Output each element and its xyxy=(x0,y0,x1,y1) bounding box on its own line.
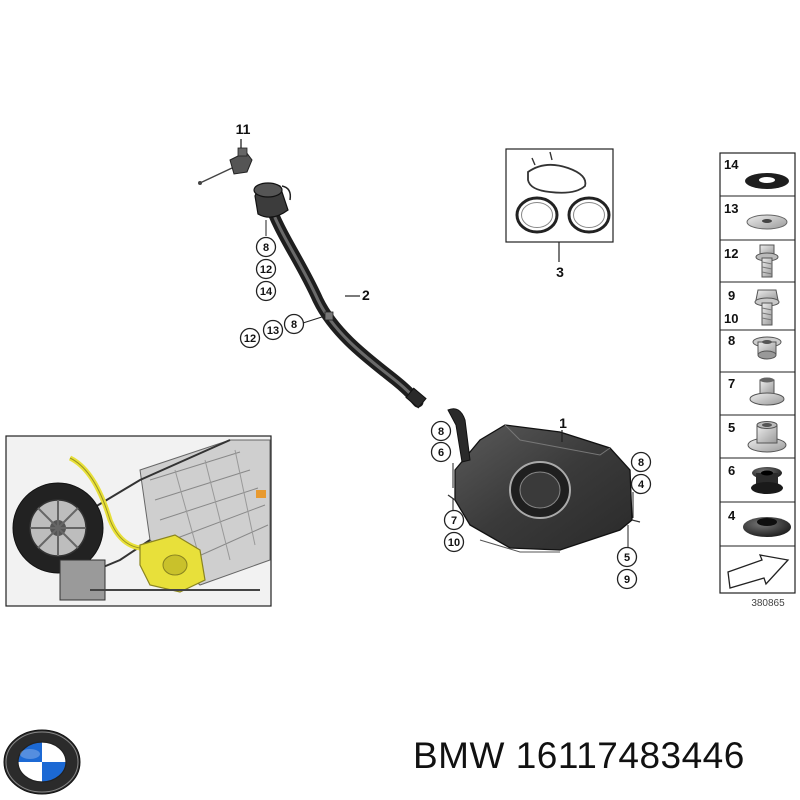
circled-label: 12 xyxy=(239,327,261,349)
side-label-7: 7 xyxy=(728,376,735,391)
circled-label: 6 xyxy=(430,441,452,463)
svg-text:5: 5 xyxy=(624,552,630,564)
svg-text:8: 8 xyxy=(438,426,444,438)
svg-text:8: 8 xyxy=(638,457,644,469)
bmw-logo xyxy=(3,729,81,795)
svg-text:10: 10 xyxy=(448,537,460,549)
callout-1: 1 xyxy=(559,415,567,431)
callout-3: 3 xyxy=(556,264,564,280)
side-label-12: 12 xyxy=(724,246,738,261)
svg-text:7: 7 xyxy=(451,515,457,527)
side-label-10: 10 xyxy=(724,311,738,326)
part-number: 16117483446 xyxy=(515,735,745,776)
part-3-seal-kit xyxy=(505,148,614,262)
part-2-filler-pipe xyxy=(253,182,427,409)
side-label-6: 6 xyxy=(728,463,735,478)
svg-text:14: 14 xyxy=(260,286,273,298)
side-label-8: 8 xyxy=(728,333,735,348)
circled-label: 4 xyxy=(630,473,652,495)
callout-11: 11 xyxy=(236,121,251,137)
svg-text:8: 8 xyxy=(263,242,269,254)
circled-label: 5 xyxy=(616,546,638,568)
brand-name: BMW xyxy=(413,735,505,776)
circled-label: 12 xyxy=(255,258,277,280)
hardware-side-panel xyxy=(719,152,796,594)
circled-label: 13 xyxy=(262,319,284,341)
side-label-13: 13 xyxy=(724,201,738,216)
circled-label: 8 xyxy=(283,313,305,335)
svg-text:12: 12 xyxy=(244,333,256,345)
part-caption: BMW 16117483446 xyxy=(413,735,745,777)
circled-label: 8 xyxy=(430,420,452,442)
circled-label: 7 xyxy=(443,509,465,531)
side-label-4: 4 xyxy=(728,508,736,523)
part-11-breather-valve xyxy=(198,139,253,185)
part-1-fuel-tank xyxy=(447,408,641,553)
callout-2: 2 xyxy=(362,287,370,303)
svg-text:13: 13 xyxy=(267,325,279,337)
svg-text:4: 4 xyxy=(638,479,645,491)
svg-text:9: 9 xyxy=(624,574,630,586)
side-label-9: 9 xyxy=(728,288,735,303)
circled-label: 10 xyxy=(443,531,465,553)
circled-label: 8 xyxy=(255,236,277,258)
leader-line xyxy=(302,315,326,324)
circled-label: 8 xyxy=(630,451,652,473)
side-label-14: 14 xyxy=(724,157,739,172)
circled-label: 14 xyxy=(255,280,277,302)
svg-text:6: 6 xyxy=(438,447,444,459)
vehicle-location-inset xyxy=(5,435,272,607)
svg-text:8: 8 xyxy=(291,319,297,331)
svg-text:12: 12 xyxy=(260,264,272,276)
circled-label: 9 xyxy=(616,568,638,590)
diagram-reference-number: 380865 xyxy=(751,598,785,609)
side-label-5: 5 xyxy=(728,420,735,435)
